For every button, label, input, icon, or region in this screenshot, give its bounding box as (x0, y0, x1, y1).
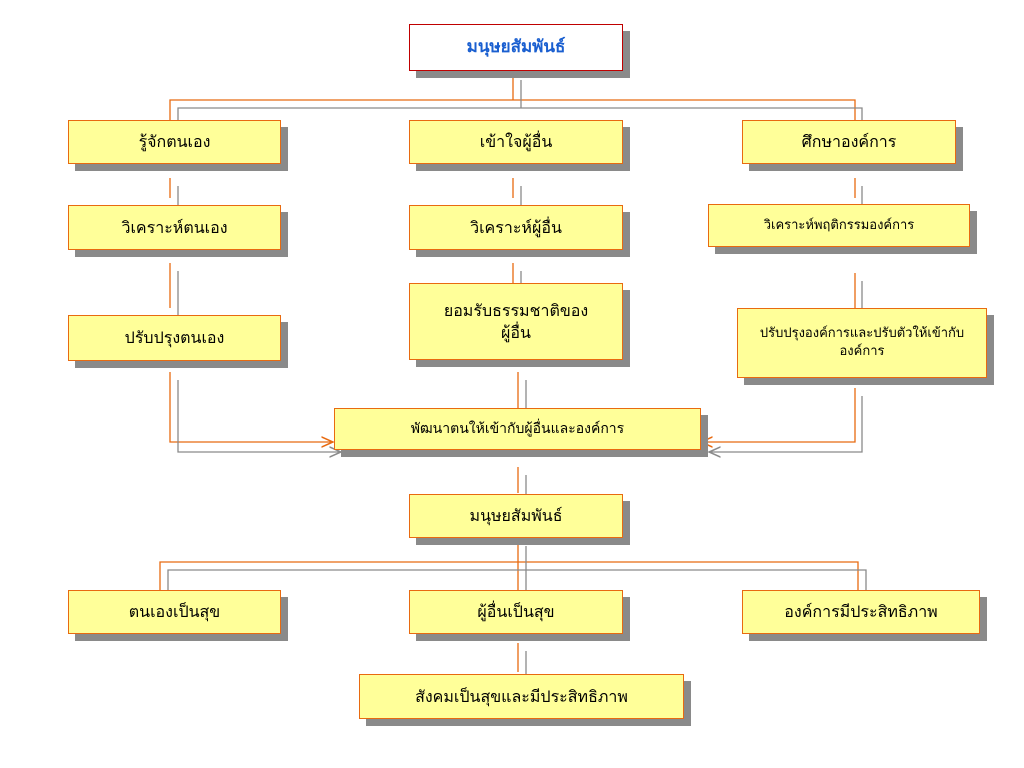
understand-others-box: เข้าใจผู้อื่น (409, 120, 623, 164)
analyze-org-behavior-box: วิเคราะห์พฤติกรรมองค์การ (708, 204, 970, 247)
title-box: มนุษยสัมพันธ์ (409, 24, 623, 71)
connector-top-gray (177, 80, 863, 128)
analyze-others-label: วิเคราะห์ผู้อื่น (470, 217, 562, 237)
connector-columns-orange (169, 178, 856, 308)
human-relations-label: มนุษยสัมพันธ์ (469, 506, 563, 526)
self-happy-label: ตนเองเป็นสุข (128, 602, 221, 622)
connector-columns-gray (177, 186, 863, 316)
connector-bottom-orange (159, 538, 859, 672)
study-org-box: ศึกษาองค์การ (742, 120, 956, 164)
connector-arrows-orange (169, 372, 856, 442)
others-happy-box: ผู้อื่นเป็นสุข (409, 590, 623, 634)
study-org-label: ศึกษาองค์การ (801, 132, 897, 152)
org-effective-label: องค์การมีประสิทธิภาพ (784, 602, 938, 622)
analyze-self-box: วิเคราะห์ตนเอง (68, 205, 281, 250)
analyze-org-behavior-label: วิเคราะห์พฤติกรรมองค์การ (763, 217, 915, 233)
human-relations-box: มนุษยสัมพันธ์ (409, 494, 623, 538)
others-happy-label: ผู้อื่นเป็นสุข (477, 602, 555, 622)
understand-others-label: เข้าใจผู้อื่น (479, 132, 553, 152)
society-happy-label: สังคมเป็นสุขและมีประสิทธิภาพ (415, 686, 628, 706)
analyze-others-box: วิเคราะห์ผู้อื่น (409, 205, 623, 250)
society-happy-box: สังคมเป็นสุขและมีประสิทธิภาพ (359, 674, 684, 719)
connector-bottom-gray (167, 546, 867, 680)
self-happy-box: ตนเองเป็นสุข (68, 590, 281, 634)
improve-org-box: ปรับปรุงองค์การและปรับตัวให้เข้ากับองค์ก… (737, 308, 987, 378)
know-self-label: รู้จักตนเอง (138, 132, 211, 152)
develop-self-label: พัฒนาตนให้เข้ากับผู้อื่นและองค์การ (410, 420, 625, 437)
improve-self-label: ปรับปรุงตนเอง (124, 328, 225, 348)
accept-nature-label: ยอมรับธรรมชาติของผู้อื่น (443, 300, 589, 342)
know-self-box: รู้จักตนเอง (68, 120, 281, 164)
org-effective-box: องค์การมีประสิทธิภาพ (742, 590, 980, 634)
connector-top-orange (169, 72, 856, 120)
title-text: มนุษยสัมพันธ์ (466, 37, 566, 58)
improve-self-box: ปรับปรุงตนเอง (68, 315, 281, 361)
connector-arrows-gray (177, 380, 863, 452)
accept-nature-box: ยอมรับธรรมชาติของผู้อื่น (409, 283, 623, 360)
improve-org-label: ปรับปรุงองค์การและปรับตัวให้เข้ากับองค์ก… (759, 326, 965, 359)
analyze-self-label: วิเคราะห์ตนเอง (121, 217, 228, 237)
develop-self-box: พัฒนาตนให้เข้ากับผู้อื่นและองค์การ (334, 408, 701, 450)
